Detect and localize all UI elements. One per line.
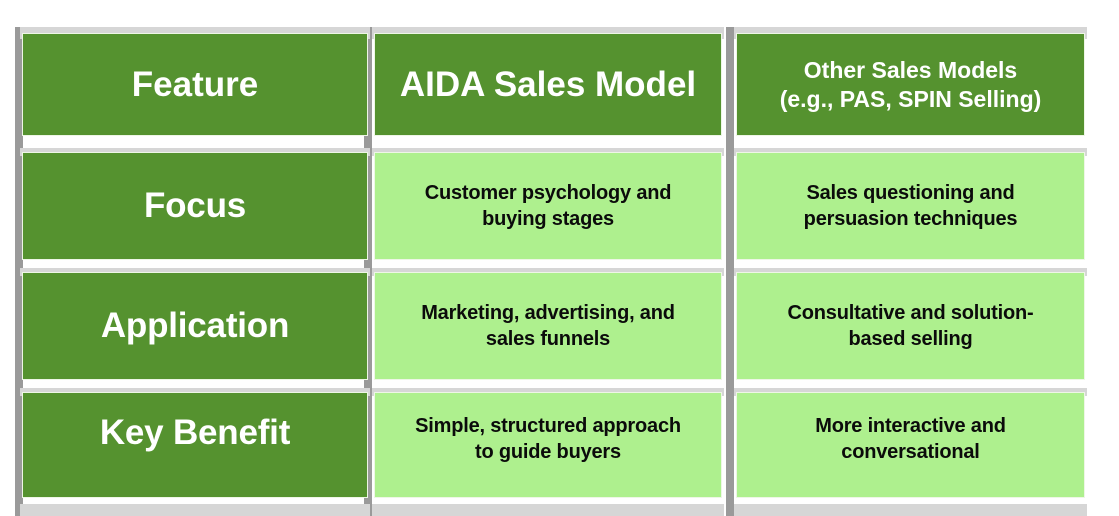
cell-key-benefit-aida: Simple, structured approach to guide buy…: [374, 392, 722, 498]
row-label-application: Application: [22, 272, 368, 380]
header-cell-feature: Feature: [22, 33, 368, 136]
cell-text-application-aida: Marketing, advertising, and sales funnel…: [409, 300, 687, 353]
header-label-aida: AIDA Sales Model: [399, 64, 697, 104]
cell-text-key-benefit-other: More interactive and conversational: [803, 413, 1018, 466]
row-shade-partial-other: [734, 504, 1087, 516]
header-cell-other: Other Sales Models (e.g., PAS, SPIN Sell…: [736, 33, 1085, 136]
cell-text-key-benefit-aida-line2: to guide buyers: [475, 441, 621, 464]
cell-application-other: Consultative and solution- based selling: [736, 272, 1085, 380]
header-label-other: Other Sales Models (e.g., PAS, SPIN Sell…: [768, 56, 1054, 114]
row-label-key-benefit: Key Benefit: [22, 392, 368, 498]
cell-text-key-benefit-other-line2: conversational: [841, 441, 980, 464]
cell-application-aida: Marketing, advertising, and sales funnel…: [374, 272, 722, 380]
header-cell-aida: AIDA Sales Model: [374, 33, 722, 136]
cell-text-application-aida-line2: sales funnels: [485, 328, 611, 350]
cell-text-focus-aida-line1: Customer psychology and: [424, 181, 672, 204]
row-label-text-application: Application: [100, 306, 290, 345]
header-label-other-line2: (e.g., PAS, SPIN Selling): [779, 85, 1042, 112]
cell-focus-aida: Customer psychology and buying stages: [374, 152, 722, 260]
header-label-feature: Feature: [131, 64, 259, 104]
cell-text-focus-other: Sales questioning and persuasion techniq…: [792, 180, 1030, 233]
cell-text-application-other: Consultative and solution- based selling: [776, 300, 1046, 353]
cell-text-key-benefit-aida-line1: Simple, structured approach: [415, 415, 681, 437]
row-label-focus: Focus: [22, 152, 368, 260]
cell-text-application-aida-line1: Marketing, advertising, and: [421, 301, 675, 324]
header-label-other-line1: Other Sales Models: [803, 56, 1018, 83]
cell-key-benefit-other: More interactive and conversational: [736, 392, 1085, 498]
cell-text-application-other-line2: based selling: [848, 328, 973, 350]
row-shade-partial-aida: [372, 504, 724, 516]
column-divider-2: [726, 27, 734, 516]
cell-text-focus-other-line1: Sales questioning and: [806, 181, 1015, 204]
cell-text-focus-aida-line2: buying stages: [482, 208, 614, 230]
row-label-text-key-benefit: Key Benefit: [99, 413, 291, 452]
cell-text-application-other-line1: Consultative and solution-: [787, 301, 1034, 324]
row-shade-partial-label: [20, 504, 370, 516]
cell-text-key-benefit-other-line1: More interactive and: [815, 415, 1006, 437]
table-left-border: [15, 27, 23, 516]
cell-text-focus-other-line2: persuasion techniques: [803, 208, 1018, 230]
row-label-text-focus: Focus: [143, 186, 247, 225]
cell-text-key-benefit-aida: Simple, structured approach to guide buy…: [403, 413, 693, 466]
cell-focus-other: Sales questioning and persuasion techniq…: [736, 152, 1085, 260]
cell-text-focus-aida: Customer psychology and buying stages: [413, 180, 684, 233]
